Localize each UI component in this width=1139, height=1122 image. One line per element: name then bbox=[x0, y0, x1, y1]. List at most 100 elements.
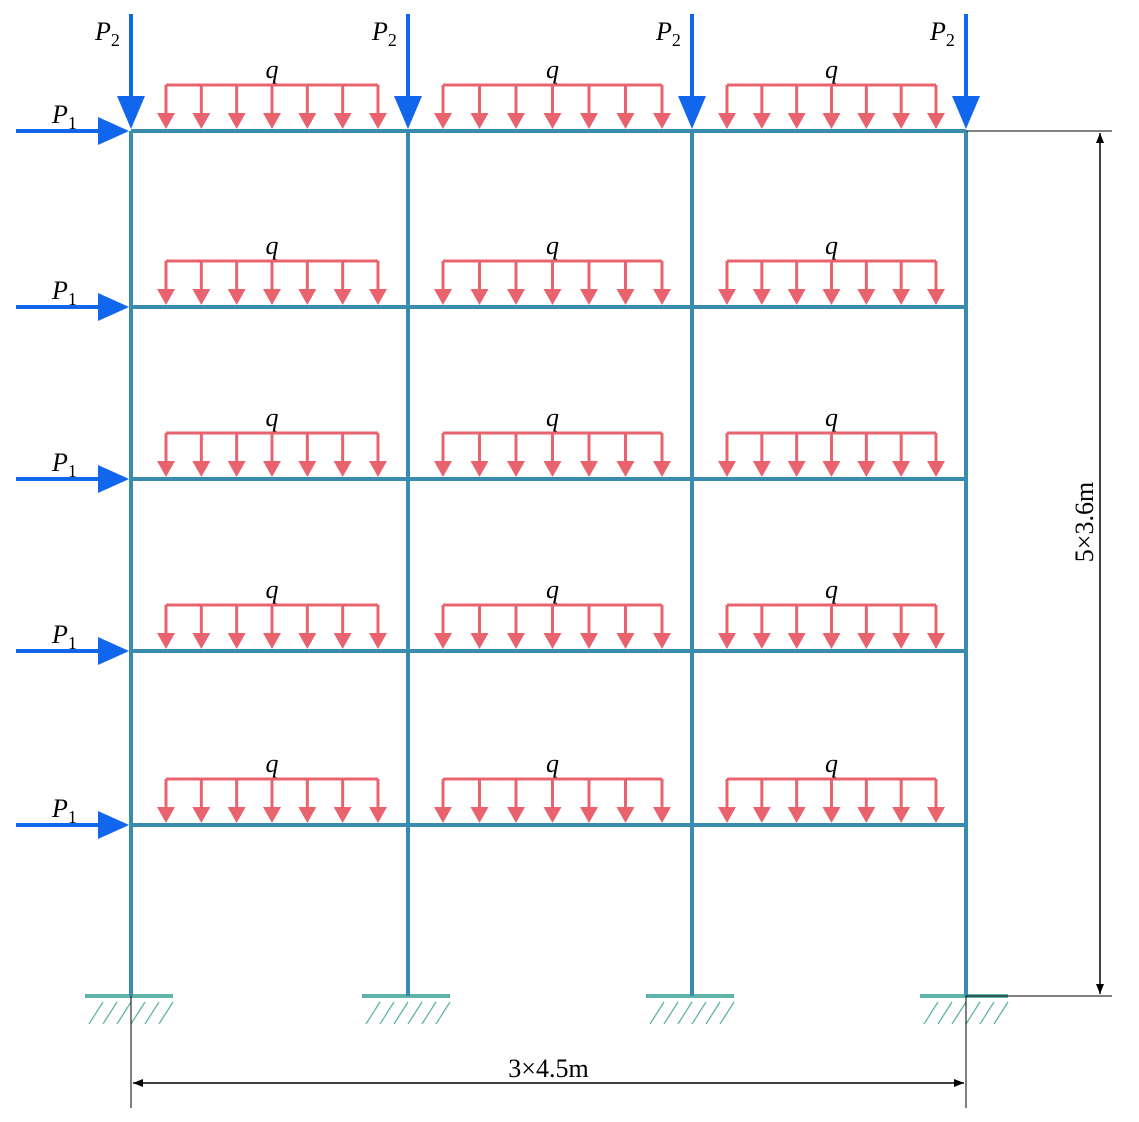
q-label: q bbox=[266, 55, 279, 84]
udl-arrow-head bbox=[857, 807, 876, 823]
q-label: q bbox=[266, 403, 279, 432]
udl-arrow-head bbox=[857, 633, 876, 649]
frame bbox=[129, 129, 968, 996]
udl-arrow-head bbox=[434, 113, 452, 129]
p2-head bbox=[117, 96, 145, 129]
support-hatch bbox=[965, 1001, 981, 1025]
p2-label: P2 bbox=[929, 17, 955, 50]
udl-arrow-head bbox=[434, 633, 452, 649]
udl-arrow-head bbox=[787, 289, 806, 305]
point-loads bbox=[16, 14, 980, 839]
udl-arrow-head bbox=[787, 113, 806, 129]
vertical-point-load bbox=[117, 14, 145, 129]
udl-arrow-head bbox=[653, 461, 671, 477]
udl-arrow-head bbox=[927, 289, 945, 305]
support-hatch bbox=[130, 1001, 146, 1025]
udl-arrow-head bbox=[263, 289, 281, 305]
vertical-point-load bbox=[394, 14, 422, 129]
udl-arrow-head bbox=[298, 633, 317, 649]
udl-arrow-head bbox=[192, 461, 211, 477]
udl-arrow-head bbox=[192, 289, 211, 305]
support-hatch bbox=[144, 1001, 160, 1025]
p1-head bbox=[98, 637, 129, 665]
vertical-point-load bbox=[678, 14, 706, 129]
udl-arrow-head bbox=[157, 113, 175, 129]
q-label: q bbox=[546, 575, 559, 604]
support-hatch bbox=[102, 1001, 118, 1025]
udl-arrow-head bbox=[227, 633, 246, 649]
support-hatch bbox=[379, 1001, 395, 1025]
vertical-point-load bbox=[952, 14, 980, 129]
udl-arrow-head bbox=[369, 807, 387, 823]
support-hatch bbox=[979, 1001, 995, 1025]
distributed-load bbox=[434, 259, 671, 305]
q-label: q bbox=[825, 403, 838, 432]
support-hatch bbox=[705, 1001, 721, 1025]
support-hatch bbox=[393, 1001, 409, 1025]
udl-arrow-head bbox=[507, 633, 525, 649]
support-hatch bbox=[435, 1001, 451, 1025]
dimensions bbox=[130, 130, 1112, 1108]
horizontal-point-load bbox=[16, 465, 129, 493]
distributed-load bbox=[157, 83, 387, 129]
udl-arrow-head bbox=[718, 461, 736, 477]
udl-arrow-head bbox=[507, 113, 525, 129]
p1-label: P1 bbox=[51, 100, 77, 133]
support-hatch bbox=[365, 1001, 381, 1025]
udl-arrow-head bbox=[892, 289, 911, 305]
q-label: q bbox=[825, 749, 838, 778]
udl-arrow-head bbox=[333, 633, 352, 649]
support-hatch bbox=[923, 1001, 939, 1025]
udl-arrow-head bbox=[752, 633, 771, 649]
udl-arrow-head bbox=[857, 461, 876, 477]
p1-head bbox=[98, 293, 129, 321]
udl-arrow-head bbox=[892, 633, 911, 649]
udl-arrow-head bbox=[369, 461, 387, 477]
p2-label: P2 bbox=[371, 17, 397, 50]
distributed-load bbox=[434, 603, 671, 649]
udl-arrow-head bbox=[298, 113, 317, 129]
udl-arrow-head bbox=[752, 807, 771, 823]
udl-arrow-head bbox=[892, 113, 911, 129]
p1-head bbox=[98, 117, 129, 145]
distributed-load bbox=[157, 259, 387, 305]
udl-arrow-head bbox=[616, 807, 635, 823]
horizontal-point-load bbox=[16, 811, 129, 839]
p2-label: P2 bbox=[655, 17, 681, 50]
support-hatch bbox=[677, 1001, 693, 1025]
udl-arrow-head bbox=[470, 289, 489, 305]
udl-arrow-head bbox=[580, 289, 598, 305]
p2-head bbox=[952, 96, 980, 129]
distributed-load bbox=[157, 603, 387, 649]
q-label: q bbox=[546, 231, 559, 260]
udl-arrow-head bbox=[653, 807, 671, 823]
udl-arrow-head bbox=[434, 461, 452, 477]
q-label: q bbox=[825, 575, 838, 604]
support-hatch bbox=[951, 1001, 967, 1025]
udl-arrow-head bbox=[752, 289, 771, 305]
q-label: q bbox=[546, 55, 559, 84]
support-hatch bbox=[691, 1001, 707, 1025]
udl-arrow-head bbox=[333, 113, 352, 129]
udl-arrow-head bbox=[369, 289, 387, 305]
p1-label: P1 bbox=[51, 276, 77, 309]
udl-arrow-head bbox=[227, 461, 246, 477]
distributed-loads bbox=[157, 83, 945, 823]
udl-arrow-head bbox=[822, 289, 841, 305]
distributed-load bbox=[718, 259, 945, 305]
support-hatch bbox=[719, 1001, 735, 1025]
udl-arrow-head bbox=[333, 289, 352, 305]
udl-arrow-head bbox=[718, 807, 736, 823]
support-hatch bbox=[937, 1001, 953, 1025]
udl-arrow-head bbox=[822, 633, 841, 649]
udl-arrow-head bbox=[653, 113, 671, 129]
udl-arrow-head bbox=[227, 289, 246, 305]
udl-arrow-head bbox=[227, 807, 246, 823]
support-hatch bbox=[649, 1001, 665, 1025]
distributed-load bbox=[434, 83, 671, 129]
q-label: q bbox=[546, 749, 559, 778]
support-hatch bbox=[663, 1001, 679, 1025]
udl-arrow-head bbox=[470, 461, 489, 477]
udl-arrow-head bbox=[718, 289, 736, 305]
udl-arrow-head bbox=[616, 633, 635, 649]
